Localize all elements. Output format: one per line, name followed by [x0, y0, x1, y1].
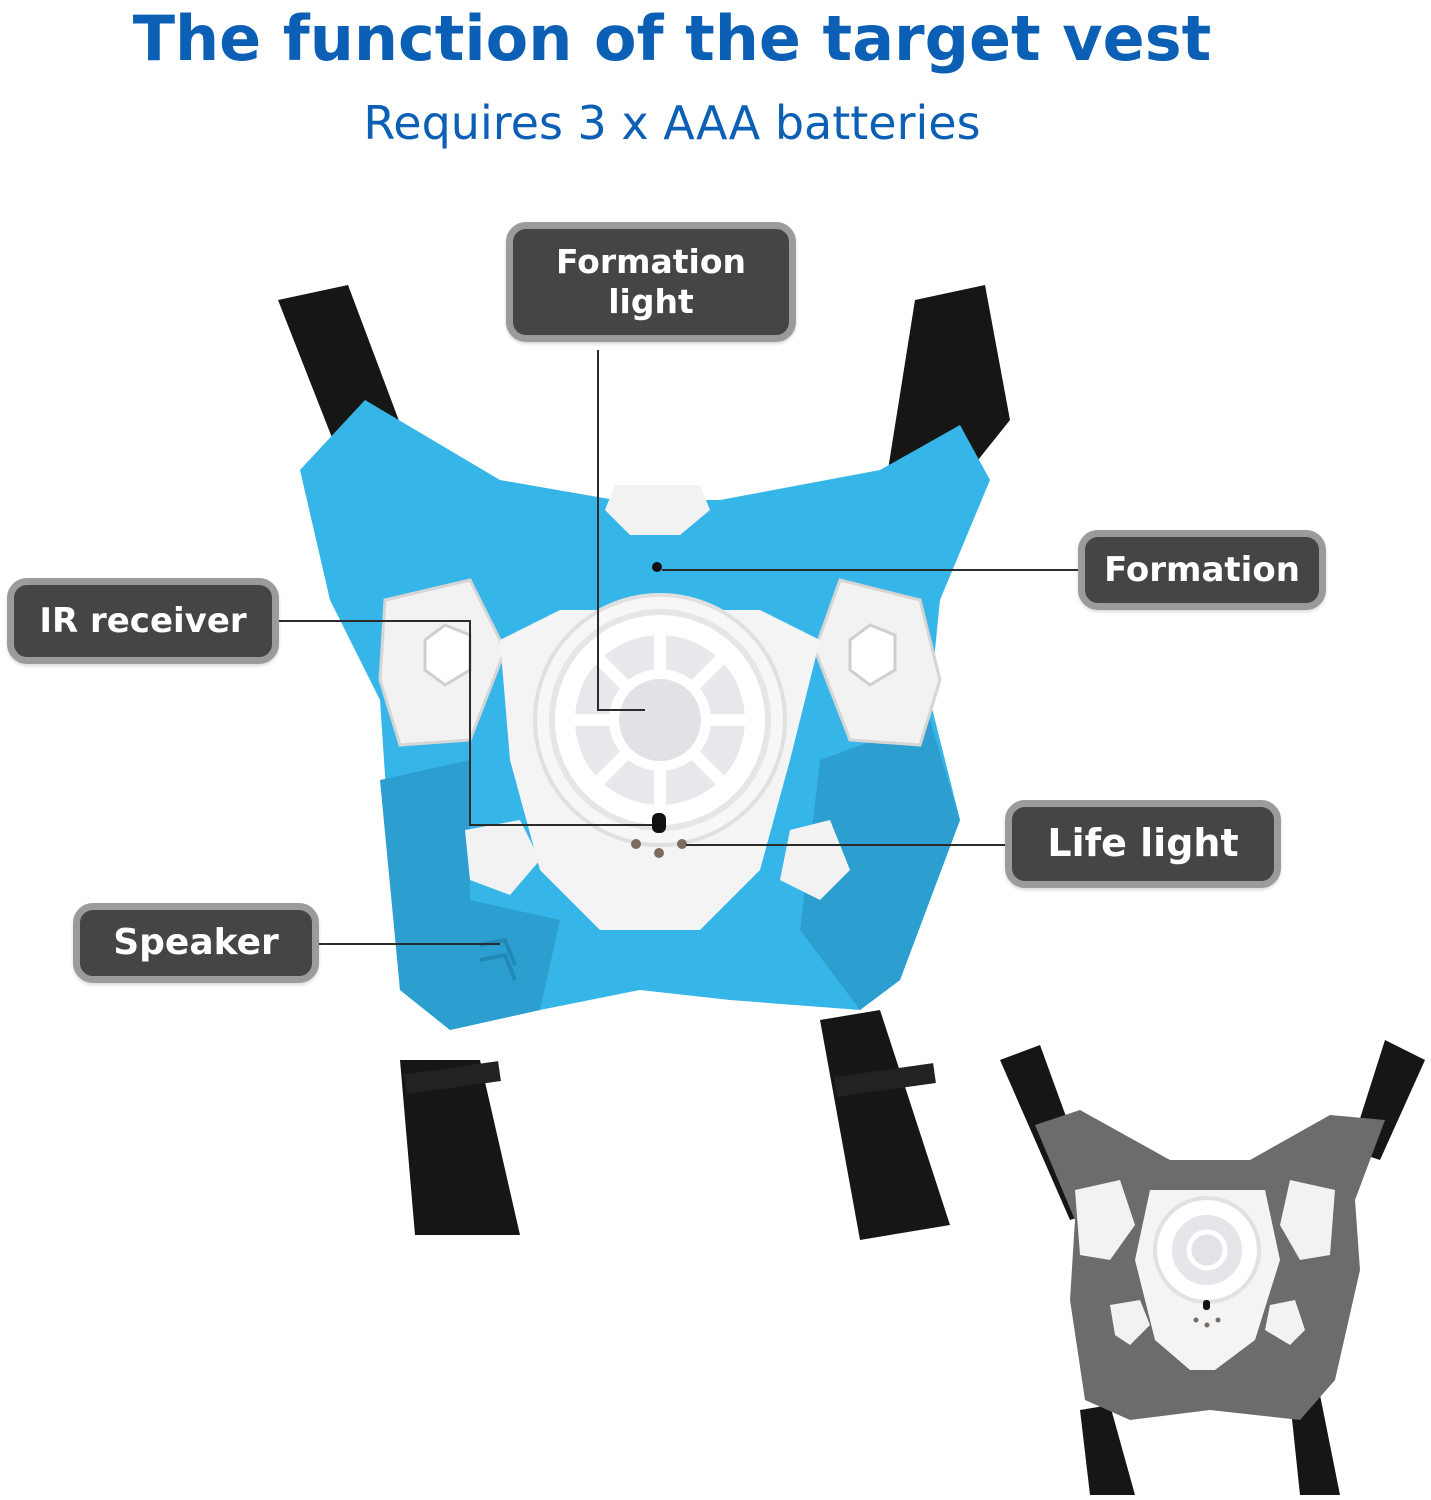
- callout-formation: Formation: [1078, 530, 1326, 610]
- callout-label: Speaker: [113, 922, 279, 964]
- callout-label: Life light: [1047, 821, 1239, 866]
- callout-ir-receiver: IR receiver: [7, 578, 279, 664]
- page-title: The function of the target vest: [132, 2, 1212, 75]
- callout-label: Formation: [1104, 549, 1300, 590]
- page-subtitle: Requires 3 x AAA batteries: [363, 96, 981, 150]
- callout-label: IR receiver: [39, 600, 247, 641]
- ir-sensor-icon: [652, 813, 666, 833]
- callout-life-light: Life light: [1005, 800, 1281, 888]
- callout-speaker: Speaker: [73, 903, 319, 983]
- callout-label: Formation light: [555, 242, 747, 321]
- callout-formation-light: Formation light: [506, 222, 796, 342]
